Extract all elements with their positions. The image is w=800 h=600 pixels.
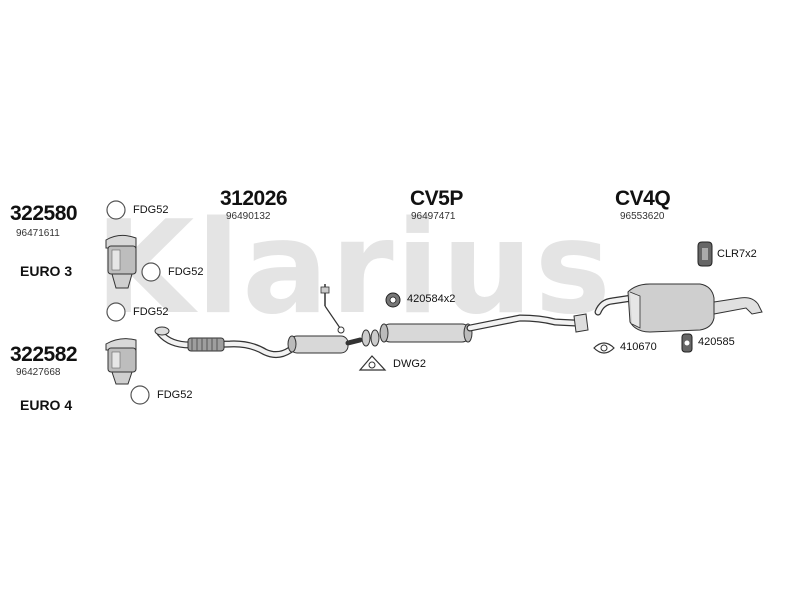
oem-ref-96553620: 96553620 [620, 211, 665, 222]
front-pipe-312026 [154, 326, 363, 359]
fitting-fdg52-c: FDG52 [133, 306, 169, 318]
fitting-dwg2: DWG2 [393, 358, 426, 370]
catalytic-converter-euro4 [105, 338, 137, 385]
brand-watermark: Klarius [95, 194, 613, 343]
lambda-sensor [320, 284, 345, 334]
oem-ref-96497471: 96497471 [411, 211, 456, 222]
gasket-ring-fdg52-d [130, 385, 150, 405]
centre-pipe-cv5p [379, 313, 589, 343]
gasket-410670 [593, 342, 615, 354]
fitting-fdg52-b: FDG52 [168, 266, 204, 278]
catalytic-converter-euro3 [105, 234, 137, 289]
part-code-cv5p: CV5P [410, 187, 463, 210]
fitting-fdg52-d: FDG52 [157, 389, 193, 401]
clamp-clr7 [697, 241, 713, 267]
fitting-410670: 410670 [620, 341, 657, 353]
clamp-pair [361, 329, 380, 347]
fitting-420585: 420585 [698, 336, 735, 348]
fitting-fdg52-a: FDG52 [133, 204, 169, 216]
rubber-mount-420585 [681, 333, 693, 353]
euro3-label: EURO 3 [20, 263, 73, 279]
gasket-ring-fdg52-b [141, 262, 161, 282]
rubber-hanger-420584 [385, 292, 401, 308]
part-code-312026: 312026 [220, 187, 288, 210]
gasket-ring-fdg52-a [106, 200, 126, 220]
part-code-cv4q: CV4Q [615, 187, 671, 210]
oem-ref-96427668: 96427668 [16, 367, 61, 378]
gasket-dwg2 [358, 355, 387, 371]
part-code-322582: 322582 [10, 343, 78, 366]
fitting-clr7x2: CLR7x2 [717, 248, 757, 260]
euro4-label: EURO 4 [20, 397, 73, 413]
fitting-420584x2: 420584x2 [407, 293, 456, 305]
oem-ref-96471611: 96471611 [16, 228, 60, 239]
gasket-ring-fdg52-c [106, 302, 126, 322]
rear-silencer-cv4q [594, 283, 763, 333]
part-code-322580: 322580 [10, 202, 78, 225]
oem-ref-96490132: 96490132 [226, 211, 271, 222]
